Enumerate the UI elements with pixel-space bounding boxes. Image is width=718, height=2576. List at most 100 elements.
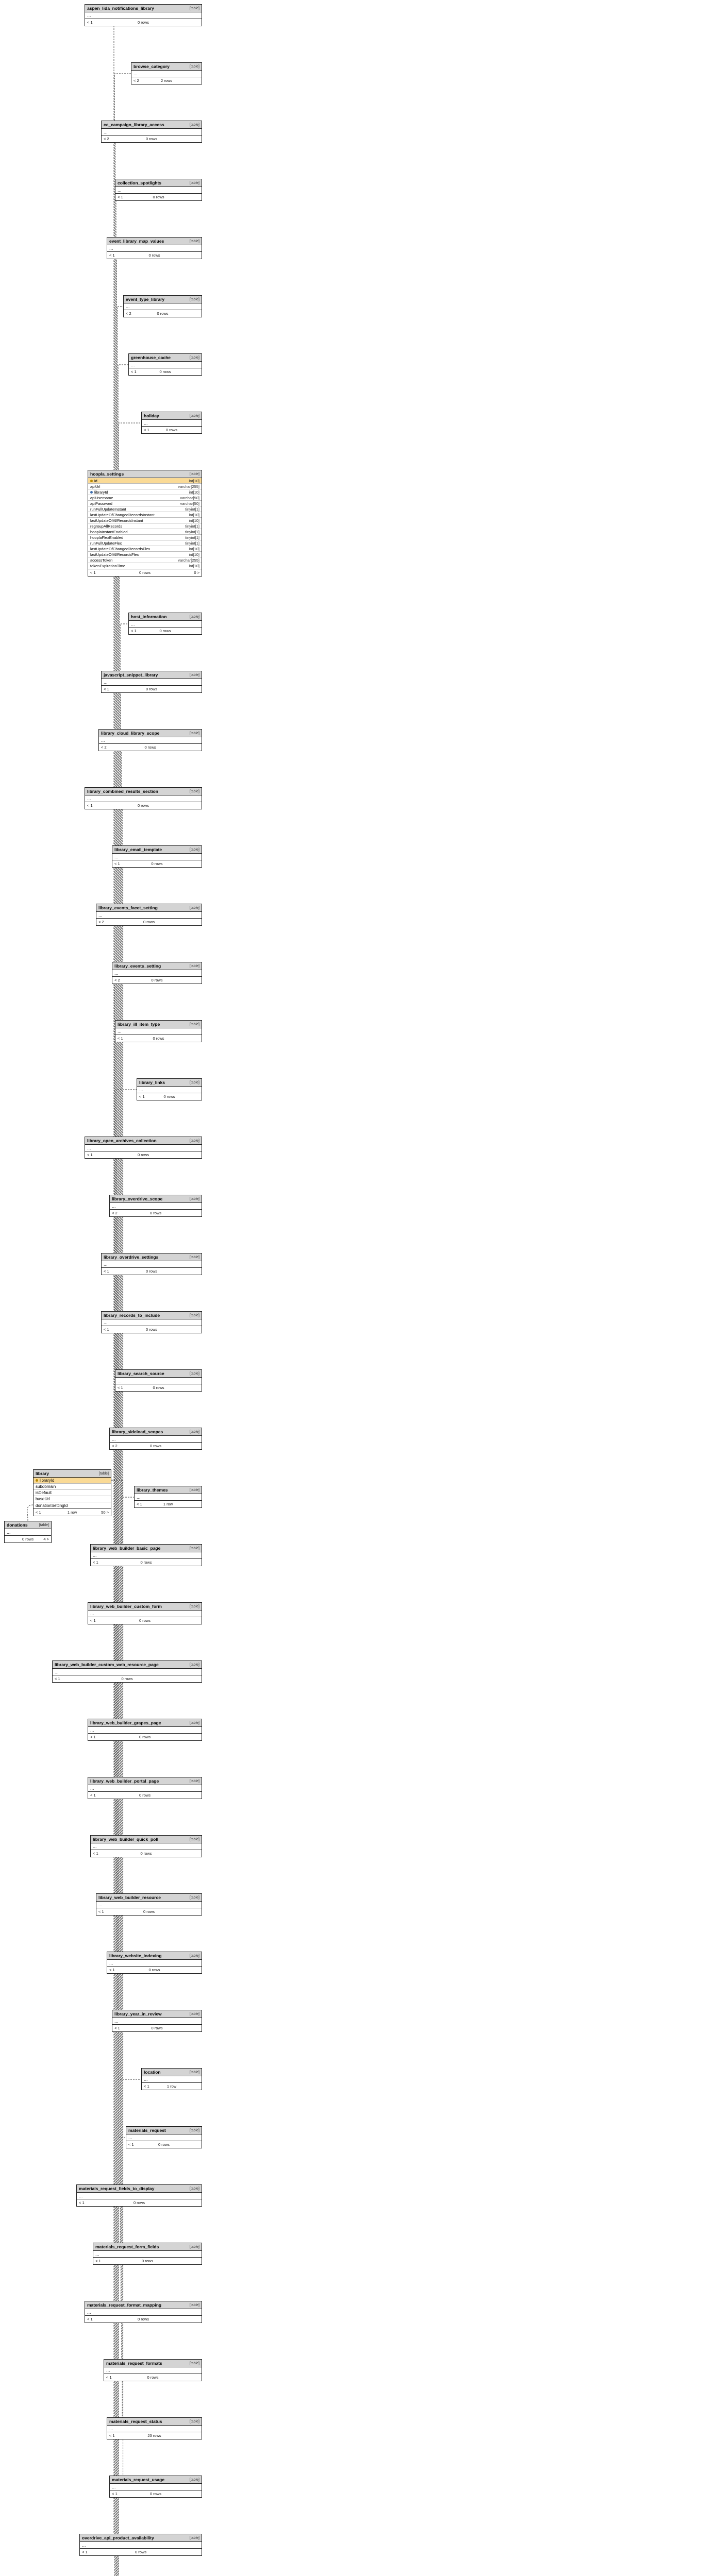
table-node-aspen-lida-notifications-library[interactable]: aspen_lida_notifications_library[table].… bbox=[85, 4, 202, 26]
table-name[interactable]: library_web_builder_custom_web_resource_… bbox=[55, 1662, 159, 1667]
table-name[interactable]: library_email_template bbox=[114, 847, 162, 852]
table-name[interactable]: materials_request_format_mapping bbox=[87, 2302, 162, 2308]
table-name[interactable]: hoopla_settings bbox=[90, 471, 124, 477]
table-node-library-combined-results-section[interactable]: library_combined_results_section[table].… bbox=[85, 787, 202, 809]
table-name[interactable]: library_web_builder_quick_poll bbox=[93, 1837, 159, 1842]
table-node-library-web-builder-portal-page[interactable]: library_web_builder_portal_page[table]..… bbox=[88, 1777, 202, 1799]
parent-count: < 1 bbox=[144, 2084, 149, 2089]
table-name[interactable]: materials_request_usage bbox=[112, 2477, 165, 2482]
table-name[interactable]: library_events_setting bbox=[114, 963, 161, 969]
table-node-library-open-archives-collection[interactable]: library_open_archives_collection[table].… bbox=[85, 1137, 202, 1159]
table-name[interactable]: library_themes bbox=[137, 1487, 168, 1493]
table-name[interactable]: library_open_archives_collection bbox=[87, 1138, 157, 1143]
table-name[interactable]: materials_request_form_fields bbox=[95, 2244, 159, 2249]
table-name[interactable]: library_links bbox=[139, 1080, 165, 1085]
table-node-library-web-builder-resource[interactable]: library_web_builder_resource[table]...< … bbox=[96, 1893, 202, 1916]
table-name[interactable]: ce_campaign_library_access bbox=[104, 122, 164, 127]
table-node-library-web-builder-custom-form[interactable]: library_web_builder_custom_form[table]..… bbox=[88, 1602, 202, 1624]
table-node-library-web-builder-custom-web-resource-page[interactable]: library_web_builder_custom_web_resource_… bbox=[52, 1660, 202, 1683]
column-type: int[10] bbox=[189, 489, 199, 495]
table-name[interactable]: library_events_facet_setting bbox=[98, 905, 158, 910]
table-type-badge: [table] bbox=[189, 1313, 199, 1317]
table-name[interactable]: library_website_indexing bbox=[109, 1953, 162, 1958]
table-name[interactable]: aspen_lida_notifications_library bbox=[87, 6, 154, 11]
table-name[interactable]: library_overdrive_scope bbox=[112, 1196, 163, 1201]
table-name[interactable]: greenhouse_cache bbox=[131, 355, 171, 360]
table-name[interactable]: library_search_source bbox=[118, 1371, 164, 1376]
table-name[interactable]: donations bbox=[7, 1522, 28, 1528]
table-node-library-web-builder-grapes-page[interactable]: library_web_builder_grapes_page[table]..… bbox=[88, 1719, 202, 1741]
table-name[interactable]: event_type_library bbox=[126, 297, 165, 302]
table-name[interactable]: library_year_in_review bbox=[114, 2011, 162, 2016]
table-name[interactable]: materials_request_status bbox=[109, 2419, 162, 2424]
table-node-library-cloud-library-scope[interactable]: library_cloud_library_scope[table]...< 2… bbox=[98, 729, 202, 751]
table-node-library-events-facet-setting[interactable]: library_events_facet_setting[table]...< … bbox=[96, 904, 202, 926]
table-name[interactable]: host_information bbox=[131, 614, 167, 619]
table-name[interactable]: javascript_snippet_library bbox=[104, 672, 158, 677]
table-node-materials-request-format-mapping[interactable]: materials_request_format_mapping[table].… bbox=[85, 2301, 202, 2323]
table-name[interactable]: materials_request_formats bbox=[106, 2361, 162, 2366]
table-name[interactable]: collection_spotlights bbox=[118, 180, 162, 185]
table-name[interactable]: materials_request_fields_to_display bbox=[79, 2186, 155, 2191]
table-name[interactable]: library_web_builder_grapes_page bbox=[90, 1720, 161, 1725]
table-name[interactable]: holiday bbox=[144, 413, 159, 418]
table-name[interactable]: overdrive_api_product_availability bbox=[82, 2535, 154, 2540]
table-node-overdrive-api-product-availability[interactable]: overdrive_api_product_availability[table… bbox=[79, 2534, 202, 2556]
table-name[interactable]: library bbox=[36, 1471, 49, 1476]
table-type-badge: [table] bbox=[98, 1471, 109, 1476]
table-name[interactable]: library_combined_results_section bbox=[87, 789, 158, 794]
table-name[interactable]: library_sideload_scopes bbox=[112, 1429, 163, 1434]
table-name[interactable]: event_library_map_values bbox=[109, 239, 164, 244]
table-name[interactable]: browse_category bbox=[133, 64, 170, 69]
table-name[interactable]: library_ill_item_type bbox=[118, 1022, 160, 1027]
table-name[interactable]: library_records_to_include bbox=[104, 1313, 160, 1318]
table-node-materials-request-fields-to-display[interactable]: materials_request_fields_to_display[tabl… bbox=[76, 2184, 202, 2207]
table-node-materials-request-form-fields[interactable]: materials_request_form_fields[table]...<… bbox=[93, 2243, 202, 2265]
table-name[interactable]: library_overdrive_settings bbox=[104, 1255, 159, 1260]
table-name[interactable]: library_web_builder_basic_page bbox=[93, 1546, 161, 1551]
column-name-cell: donationSettingId bbox=[36, 1503, 68, 1508]
elided-columns: ... bbox=[114, 2019, 119, 2024]
table-name[interactable]: library_web_builder_resource bbox=[98, 1895, 161, 1900]
table-name[interactable]: library_web_builder_portal_page bbox=[90, 1778, 159, 1784]
table-name[interactable]: library_cloud_library_scope bbox=[101, 731, 160, 736]
column-type: int[10] bbox=[189, 518, 199, 523]
table-node-library-web-builder-quick-poll[interactable]: library_web_builder_quick_poll[table]...… bbox=[90, 1835, 202, 1857]
table-name[interactable]: location bbox=[144, 2070, 161, 2075]
table-node-library-web-builder-basic-page[interactable]: library_web_builder_basic_page[table]...… bbox=[90, 1544, 202, 1566]
table-name[interactable]: library_web_builder_custom_form bbox=[90, 1604, 162, 1609]
table-name[interactable]: materials_request bbox=[128, 2128, 166, 2133]
